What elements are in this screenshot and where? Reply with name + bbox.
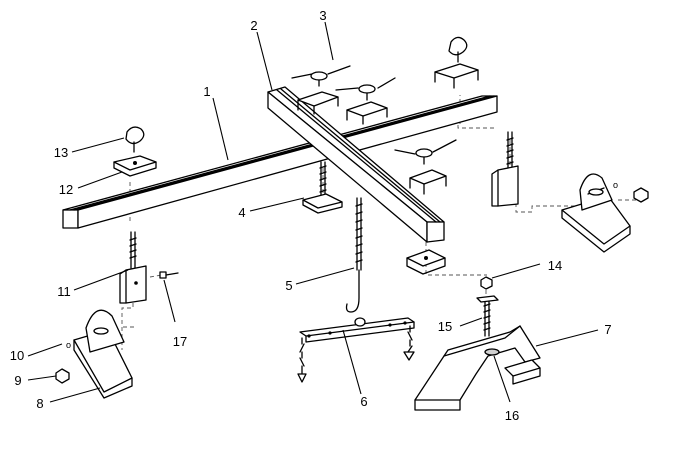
mounting-foot-right: o bbox=[561, 173, 649, 253]
small-bolt bbox=[159, 271, 179, 279]
spreader-bar bbox=[297, 317, 415, 383]
callout-14: 14 bbox=[548, 258, 562, 273]
mounting-foot-left: o bbox=[55, 309, 133, 399]
hook-rod bbox=[345, 197, 363, 313]
callout-numbers: 1 2 3 4 5 6 7 8 9 10 11 12 13 14 15 16 1… bbox=[10, 8, 612, 423]
callout-13: 13 bbox=[54, 145, 68, 160]
callout-17: 17 bbox=[173, 334, 187, 349]
callout-3: 3 bbox=[319, 8, 326, 23]
callout-9: 9 bbox=[14, 373, 21, 388]
callout-2: 2 bbox=[250, 18, 257, 33]
callout-10: 10 bbox=[10, 348, 24, 363]
wing-bolt-right bbox=[394, 139, 457, 195]
nut-bolt-washer bbox=[476, 276, 500, 356]
svg-text:o: o bbox=[613, 180, 618, 190]
callout-11: 11 bbox=[57, 284, 71, 299]
clamp-knob-right bbox=[434, 36, 479, 89]
callout-4: 4 bbox=[238, 205, 245, 220]
wing-bolts-and-clamps bbox=[291, 65, 396, 125]
knob-and-plate-left bbox=[113, 126, 157, 177]
threaded-rod-plate bbox=[302, 161, 343, 214]
callout-15: 15 bbox=[438, 319, 452, 334]
callout-5: 5 bbox=[285, 278, 292, 293]
callout-12: 12 bbox=[59, 182, 73, 197]
callout-16: 16 bbox=[505, 408, 519, 423]
main-beam bbox=[62, 95, 498, 229]
callout-6: 6 bbox=[360, 394, 367, 409]
callout-7: 7 bbox=[604, 322, 611, 337]
lower-clamp-right bbox=[406, 249, 446, 275]
stud-and-bracket-right bbox=[491, 131, 519, 207]
stud-and-bracket-left bbox=[119, 231, 147, 304]
stand-base bbox=[414, 325, 541, 411]
cross-beam bbox=[267, 86, 445, 243]
callout-1: 1 bbox=[203, 84, 210, 99]
leader-lines bbox=[27, 21, 599, 403]
svg-text:o: o bbox=[66, 340, 71, 350]
callout-8: 8 bbox=[36, 396, 43, 411]
